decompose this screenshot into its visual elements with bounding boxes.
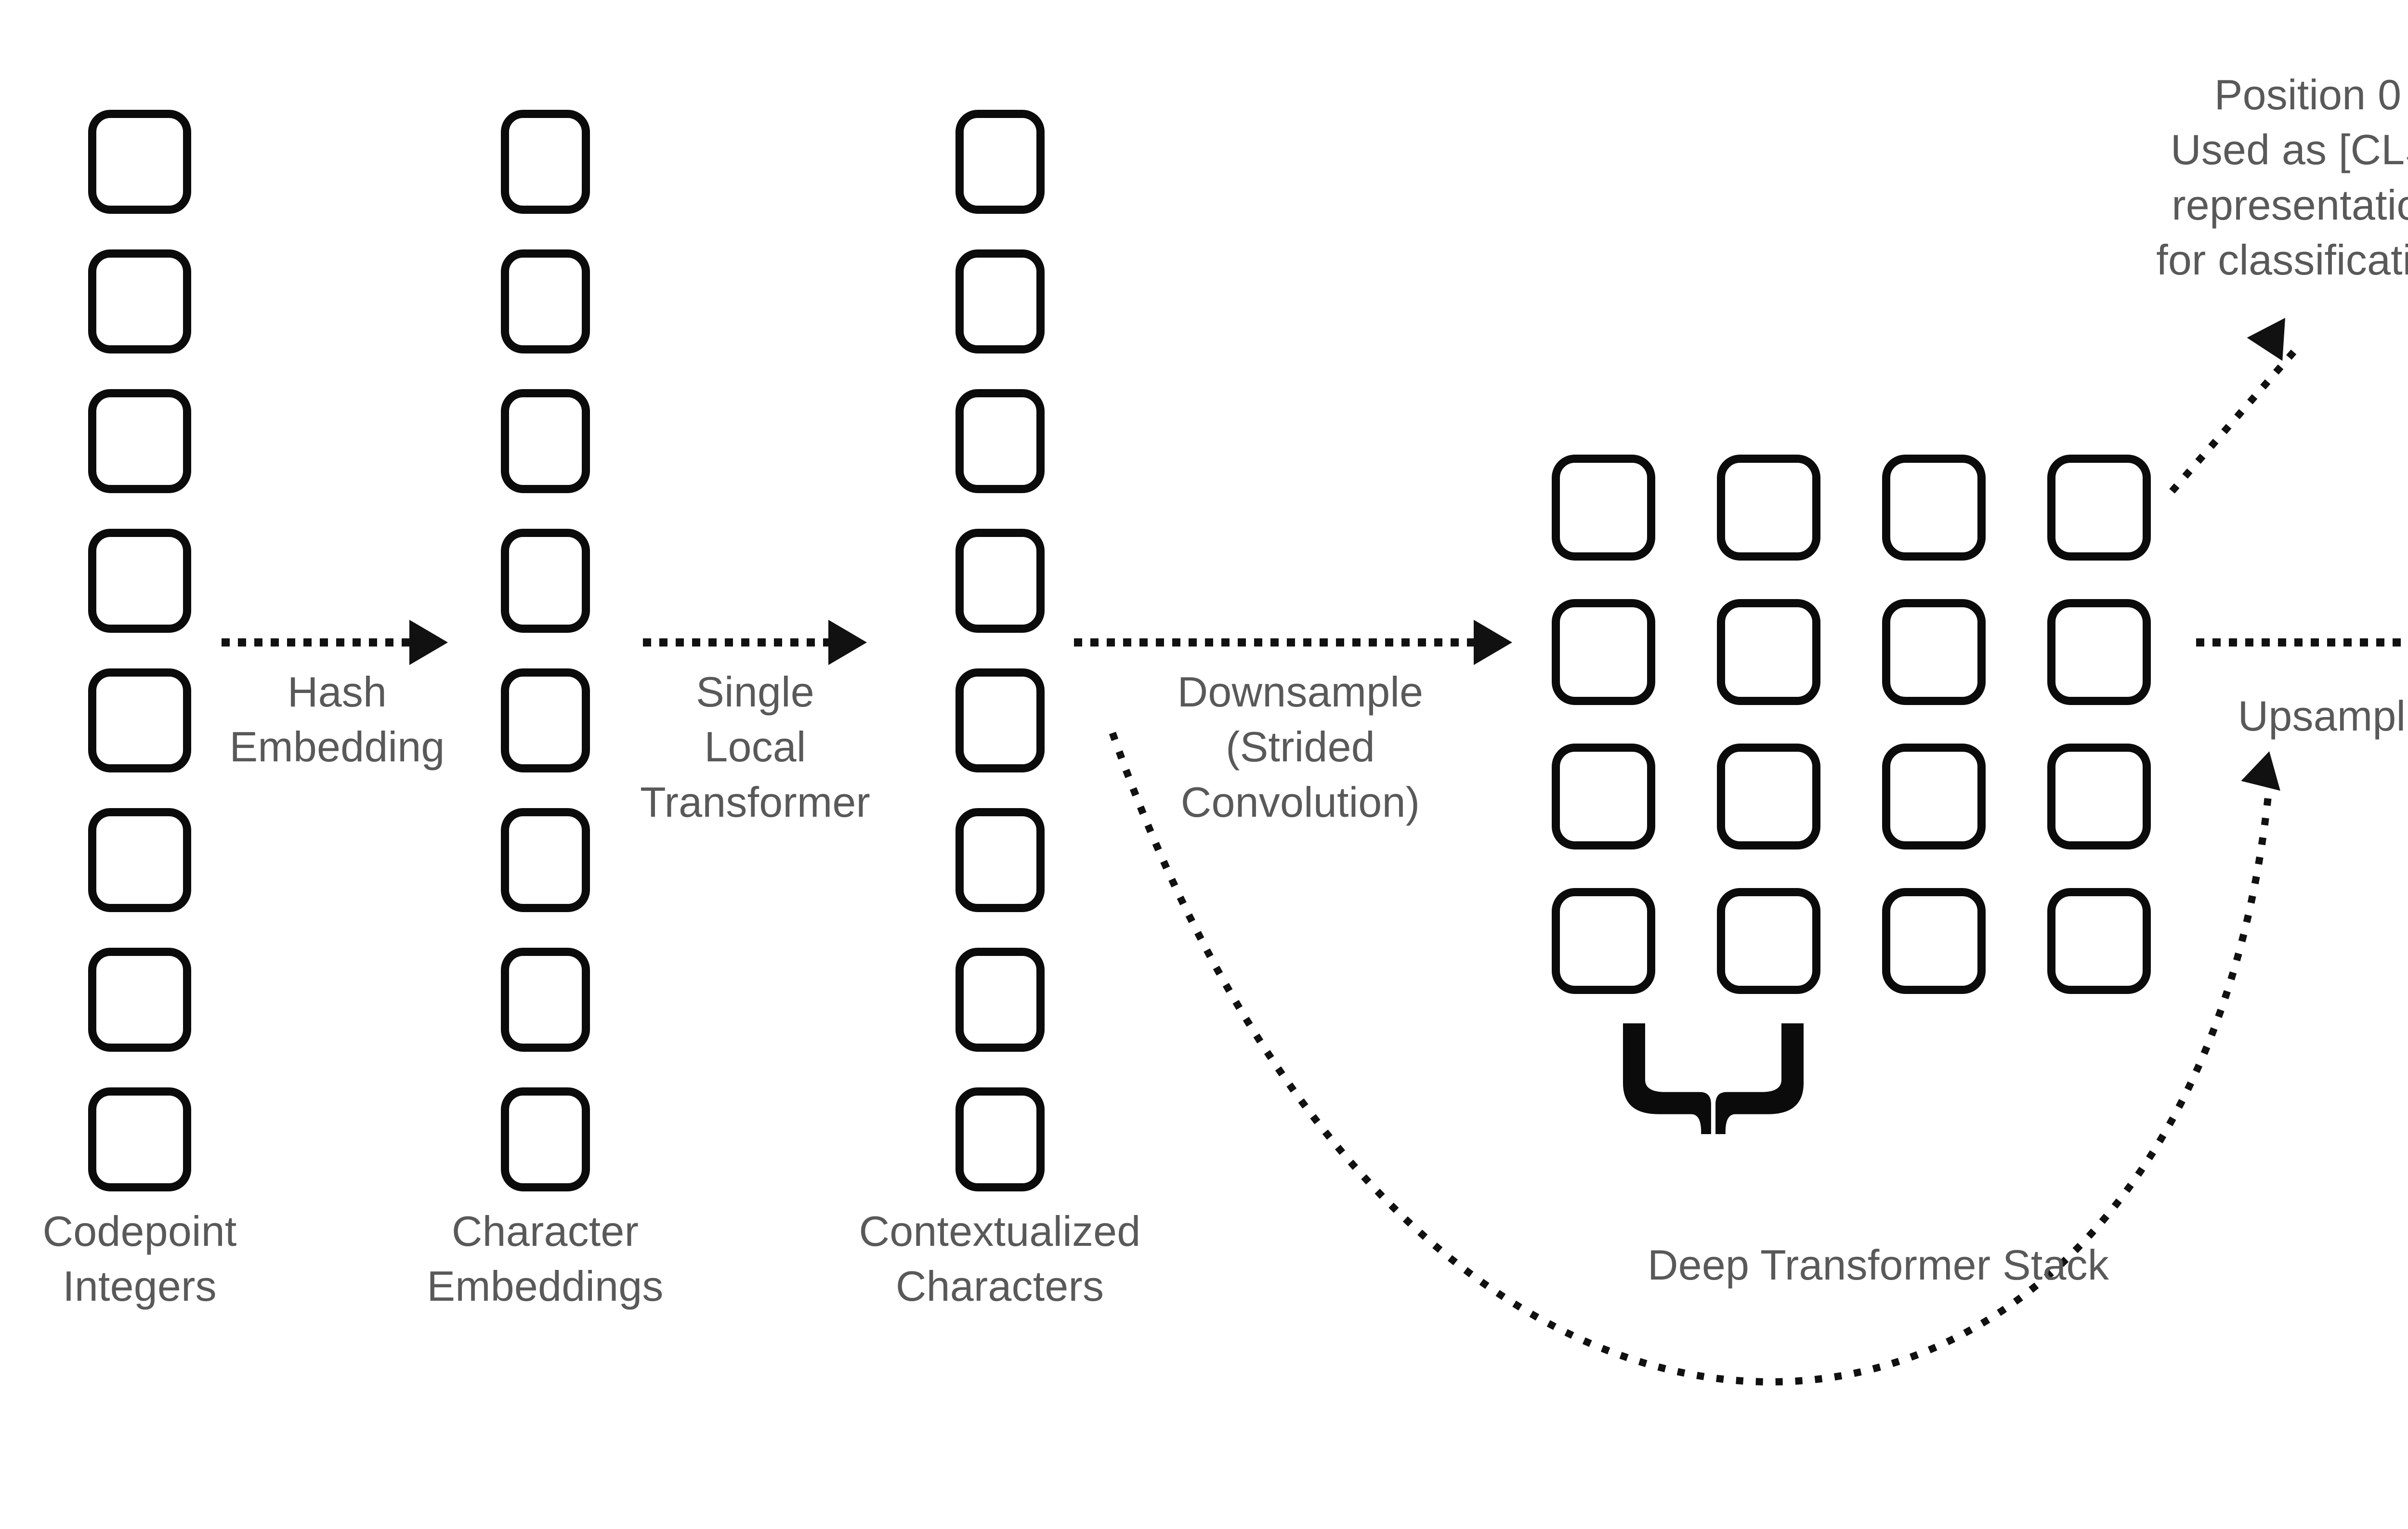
cell-character-embeddings-6 [500, 948, 590, 1052]
column-label-concatenated-representations: Concatenated Representations [2378, 1214, 2408, 1324]
cell-contextualized-characters-3 [955, 529, 1045, 633]
cell-transformer-0-1 [1717, 455, 1820, 561]
cell-character-embeddings-5 [500, 808, 590, 912]
cell-transformer-0-0 [1552, 455, 1655, 561]
arrow-label-hash-embedding: Hash Embedding [229, 668, 445, 771]
cell-transformer-1-2 [1882, 599, 1986, 705]
cell-transformer-3-0 [1552, 888, 1655, 994]
curly-brace-icon [1623, 1023, 1804, 1134]
cell-transformer-0-2 [1882, 455, 1986, 561]
cell-transformer-1-0 [1552, 599, 1655, 705]
skip-connection-arrowhead [2241, 751, 2280, 791]
cell-codepoint-integers-1 [88, 249, 191, 353]
cell-character-embeddings-7 [500, 1087, 590, 1191]
cell-transformer-3-2 [1882, 888, 1986, 994]
cell-contextualized-characters-0 [955, 110, 1045, 214]
cell-transformer-2-1 [1717, 744, 1820, 849]
column-label-character-embeddings: Character Embeddings [427, 1207, 664, 1310]
arrow-label-downsample-strided-convolution: Downsample (Strided Convolution) [1177, 668, 1424, 826]
cell-transformer-2-0 [1552, 744, 1655, 849]
cell-codepoint-integers-3 [88, 529, 191, 633]
arrow-head-hash-embedding [409, 620, 448, 665]
cell-codepoint-integers-0 [88, 110, 191, 214]
cell-character-embeddings-1 [500, 249, 590, 353]
cell-transformer-3-1 [1717, 888, 1820, 994]
arrow-label-single-local-transformer: Single Local Transformer [640, 668, 871, 826]
cell-codepoint-integers-6 [88, 948, 191, 1052]
callout-arrowhead-position-zero-cls [2247, 318, 2285, 361]
cell-transformer-3-3 [2047, 888, 2151, 994]
callout-arrows [1109, 318, 2304, 1385]
cell-transformer-2-2 [1882, 744, 1986, 849]
cell-transformer-1-3 [2047, 599, 2151, 705]
cell-contextualized-characters-2 [955, 389, 1045, 493]
cell-character-embeddings-3 [500, 529, 590, 633]
column-label-contextualized-characters: Contextualized Characters [859, 1207, 1141, 1310]
cell-codepoint-integers-5 [88, 808, 191, 912]
callout-label-position-zero-cls: Position 0 Used as [CLS] representation … [2156, 71, 2408, 284]
cell-contextualized-characters-6 [955, 948, 1045, 1052]
cell-contextualized-characters-4 [955, 668, 1045, 772]
arrow-head-single-local-transformer [828, 620, 867, 665]
arrow-head-downsample-strided-convolution [1474, 620, 1512, 665]
cell-contextualized-characters-1 [955, 249, 1045, 353]
cell-transformer-1-1 [1717, 599, 1820, 705]
cell-transformer-2-3 [2047, 744, 2151, 849]
arrow-label-upsampling: Upsampling [2238, 692, 2408, 740]
callout-line-position-zero-cls [2169, 340, 2304, 494]
cell-character-embeddings-4 [500, 668, 590, 772]
curly-brace-path [1623, 1023, 1804, 1134]
cell-transformer-0-3 [2047, 455, 2151, 561]
cell-codepoint-integers-4 [88, 668, 191, 772]
column-label-codepoint-integers: Codepoint Integers [42, 1207, 237, 1310]
flow-arrows [222, 620, 2408, 665]
cell-codepoint-integers-2 [88, 389, 191, 493]
cell-contextualized-characters-5 [955, 808, 1045, 912]
cell-character-embeddings-2 [500, 389, 590, 493]
skip-connection-curve [1109, 732, 2273, 1385]
grid-label-deep-transformer-stack: Deep Transformer Stack [1647, 1241, 2109, 1289]
cell-contextualized-characters-7 [955, 1087, 1045, 1191]
cell-codepoint-integers-7 [88, 1087, 191, 1191]
cell-character-embeddings-0 [500, 110, 590, 214]
